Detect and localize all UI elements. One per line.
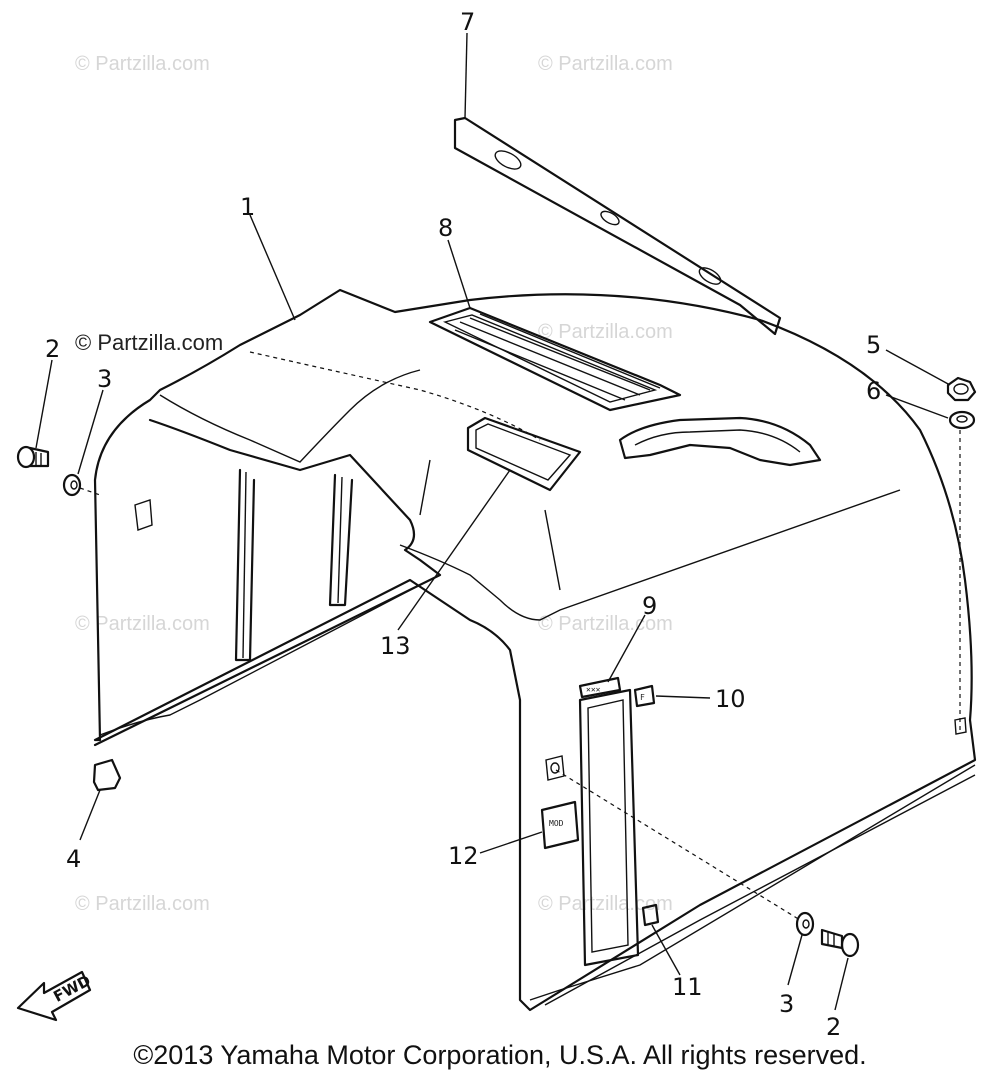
callout-13: 13 [380,632,411,660]
watermark: © Partzilla.com [75,53,210,75]
callout-6: 6 [866,377,881,405]
callout-7: 7 [460,8,475,36]
svg-text:MOD: MOD [549,819,564,828]
callout-3: 3 [97,365,112,393]
part-9-label: ✕✕✕ [578,676,622,699]
part-4-clip [92,758,122,792]
part-6-washer [948,410,976,430]
watermark: © Partzilla.com [75,893,210,915]
callout-2-right: 2 [826,1013,841,1041]
callout-12: 12 [448,842,479,870]
callout-1: 1 [240,193,255,221]
part-3-washer-left [62,473,82,497]
part-2-screw-left [16,445,50,469]
fwd-arrow-icon: FWD [16,970,94,1022]
svg-text:F: F [640,693,645,702]
callout-10: 10 [715,685,746,713]
callout-5: 5 [866,331,881,359]
watermark: © Partzilla.com [75,613,210,635]
part-2-screw-right [820,928,860,958]
svg-text:✕✕✕: ✕✕✕ [586,685,601,694]
part-3-washer-right [795,911,815,937]
callout-11: 11 [672,973,703,1001]
callout-8: 8 [438,214,453,242]
part-13-decal [466,416,582,492]
callout-2: 2 [45,335,60,363]
part-5-nut [946,376,977,402]
part-12-label: MOD [540,800,580,850]
copyright-notice: ©2013 Yamaha Motor Corporation, U.S.A. A… [133,1040,867,1070]
part-11-label [641,903,660,927]
part-1-cowling [93,288,977,1012]
callout-4: 4 [66,845,81,873]
callout-3-right: 3 [779,990,794,1018]
watermark: © Partzilla.com [538,893,673,915]
watermark: © Partzilla.com [538,321,673,343]
part-7-trim-strip [453,116,782,336]
leader-lines [35,32,951,1011]
part-8-top-decal [428,306,682,412]
watermark: © Partzilla.com [538,53,673,75]
watermark: © Partzilla.com [538,613,673,635]
part-10-label: F [633,684,656,708]
watermark-dark: © Partzilla.com [75,330,223,355]
grommet-front [545,755,565,781]
callout-9: 9 [642,592,657,620]
